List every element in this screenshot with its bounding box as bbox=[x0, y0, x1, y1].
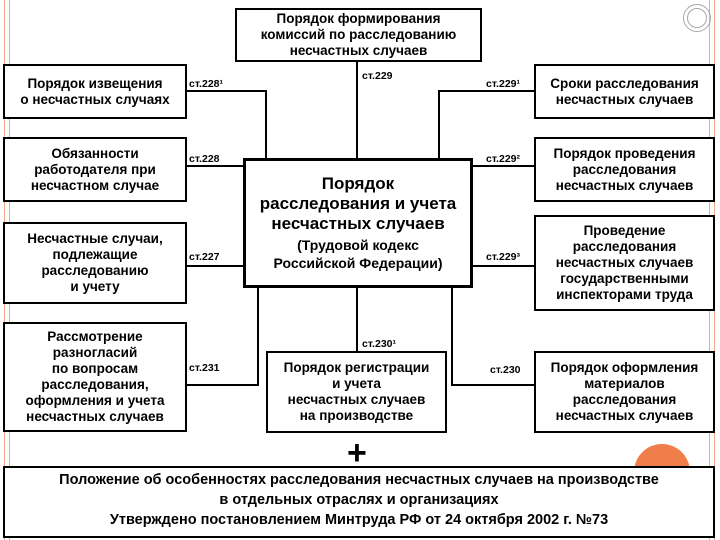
connector-right4 bbox=[451, 288, 534, 386]
label-right2: ст.229² bbox=[486, 153, 520, 165]
box-registration-procedure-text: Порядок регистрации и учета несчастных с… bbox=[283, 360, 430, 423]
label-left4: ст.231 bbox=[189, 362, 220, 374]
box-disagreements-text: Рассмотрение разногласий по вопросам рас… bbox=[25, 329, 165, 424]
box-state-inspectors-text: Проведение расследования несчастных случ… bbox=[555, 223, 694, 302]
box-investigation-conduct: Порядок проведения расследования несчаст… bbox=[534, 137, 715, 202]
box-registration-procedure: Порядок регистрации и учета несчастных с… bbox=[266, 351, 447, 433]
connector-left4 bbox=[187, 288, 259, 386]
label-right4: ст.230 bbox=[490, 364, 521, 376]
label-left1: ст.228¹ bbox=[189, 78, 223, 90]
label-top: ст.229 bbox=[362, 70, 393, 82]
box-employer-duties-text: Обязанности работодателя при несчастном … bbox=[30, 145, 160, 193]
box-notification-procedure-text: Порядок извещения о несчастных случаях bbox=[20, 75, 170, 107]
label-bottom: ст.230¹ bbox=[362, 338, 396, 350]
footer-line3: Утверждено постановлением Минтруда РФ от… bbox=[109, 512, 609, 528]
footer-line1: Положение об особенностях расследования … bbox=[59, 472, 659, 488]
box-commission-procedure-text: Порядок формирования комиссий по расслед… bbox=[260, 11, 457, 58]
connector-right1 bbox=[438, 90, 534, 158]
footer-line2: в отдельных отраслях и организациях bbox=[219, 492, 499, 508]
label-right1: ст.229¹ bbox=[486, 78, 520, 90]
central-title: Порядок расследования и учета несчастных… bbox=[259, 174, 457, 233]
footer-regulation: Положение об особенностях расследования … bbox=[3, 466, 715, 538]
box-disagreements: Рассмотрение разногласий по вопросам рас… bbox=[3, 322, 187, 432]
box-state-inspectors: Проведение расследования несчастных случ… bbox=[534, 215, 715, 311]
box-investigation-conduct-text: Порядок проведения расследования несчаст… bbox=[553, 145, 696, 193]
plus-sign: + bbox=[347, 434, 367, 472]
central-subtitle: (Трудовой кодекс Российской Федерации) bbox=[273, 237, 443, 271]
box-employer-duties: Обязанности работодателя при несчастном … bbox=[3, 137, 187, 202]
box-materials-procedure-text: Порядок оформления материалов расследова… bbox=[550, 360, 699, 423]
box-notification-procedure: Порядок извещения о несчастных случаях bbox=[3, 64, 187, 119]
label-left2: ст.228 bbox=[189, 153, 220, 165]
decorative-circle-icon bbox=[683, 4, 711, 32]
connector-left1 bbox=[187, 90, 267, 158]
label-right3: ст.229³ bbox=[486, 251, 520, 263]
box-investigation-terms: Сроки расследования несчастных случаев bbox=[534, 64, 715, 119]
box-central-topic: Порядок расследования и учета несчастных… bbox=[243, 158, 473, 288]
box-materials-procedure: Порядок оформления материалов расследова… bbox=[534, 351, 715, 433]
box-accidents-subject-text: Несчастные случаи, подлежащие расследова… bbox=[27, 231, 163, 294]
label-left3: ст.227 bbox=[189, 251, 220, 263]
box-accidents-subject: Несчастные случаи, подлежащие расследова… bbox=[3, 222, 187, 304]
decorative-circle-inner-icon bbox=[687, 8, 707, 28]
box-commission-procedure: Порядок формирования комиссий по расслед… bbox=[235, 8, 482, 62]
box-investigation-terms-text: Сроки расследования несчастных случаев bbox=[550, 75, 699, 107]
